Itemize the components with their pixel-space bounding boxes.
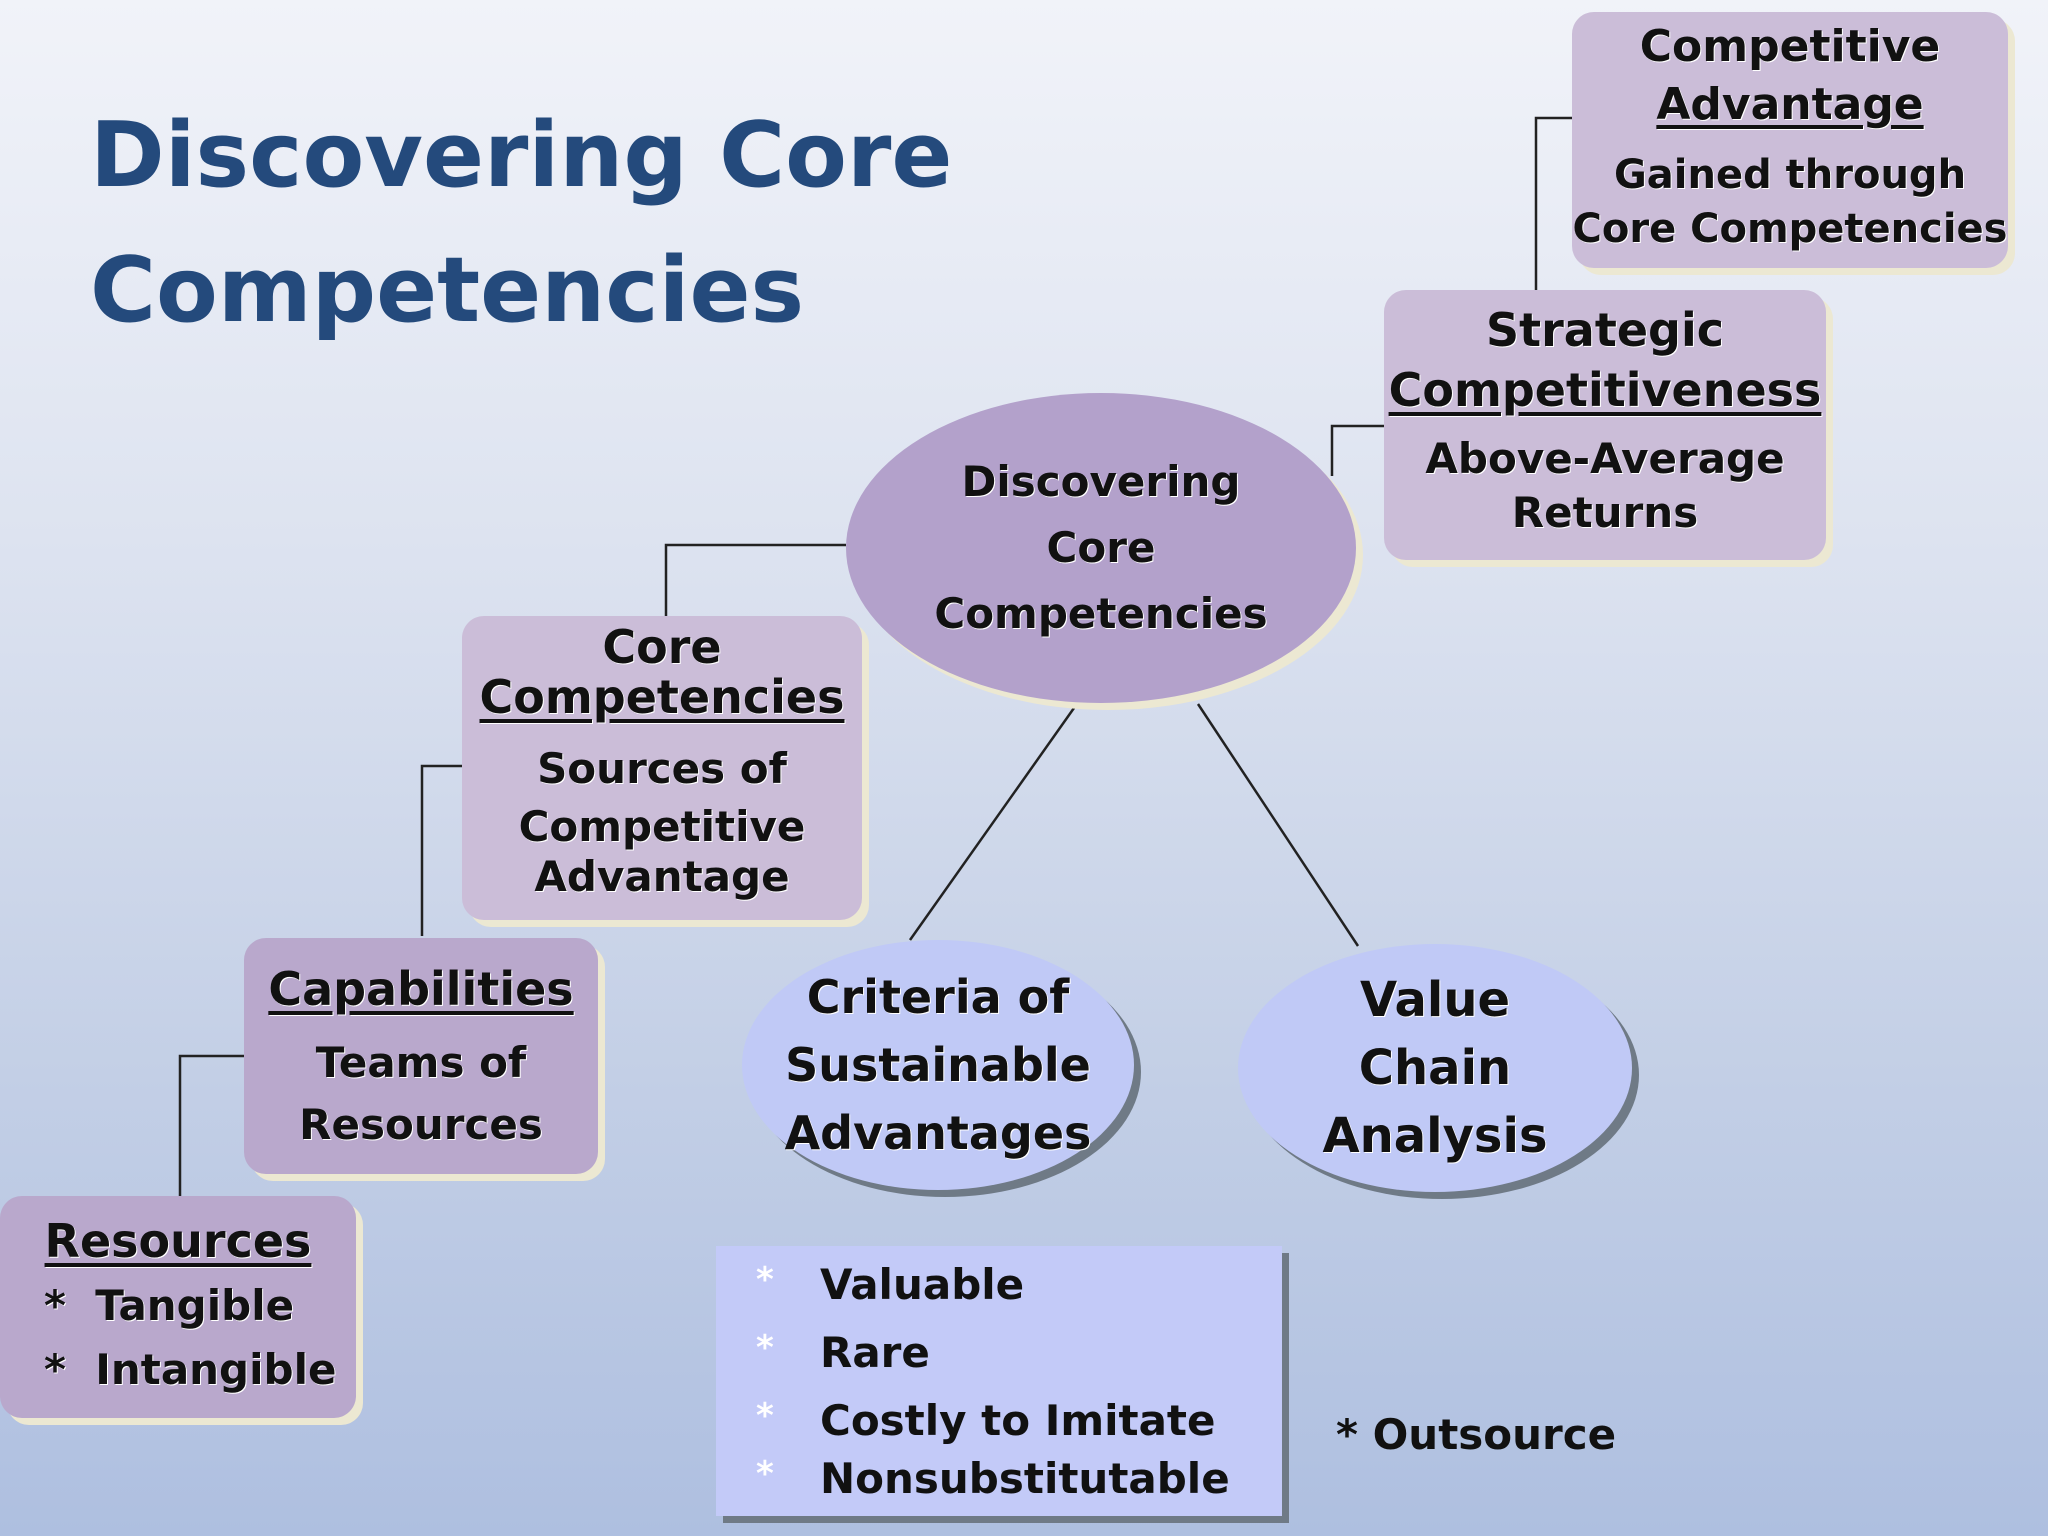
bullet-star-icon: * (756, 1396, 774, 1436)
competitive-advantage-header-2: Advantage (1656, 79, 1924, 130)
core-line-2: Competitive (518, 802, 806, 851)
center-line-3: Competencies (934, 589, 1268, 638)
page-title: Discovering Core Competencies (90, 88, 952, 358)
center-line-2: Core (1046, 523, 1156, 572)
value-chain-line-2: Chain (1358, 1040, 1512, 1096)
competitive-advantage-line-1: Gained through (1613, 152, 1967, 198)
core-competencies-box: Core Competencies Sources of Competitive… (462, 616, 862, 920)
criteria-list-box: * Valuable * Rare * Costly to Imitate * … (716, 1246, 1282, 1516)
core-line-1: Sources of (537, 744, 787, 793)
core-header-2: Competencies (479, 670, 845, 724)
connector-center-criteria (908, 707, 1076, 941)
center-line-1: Discovering (961, 457, 1241, 506)
bullet-star-icon: * (756, 1328, 774, 1368)
page-title-line-2: Competencies (90, 238, 805, 343)
connector-competitive-strategic (1534, 116, 1572, 290)
strategic-line-2: Returns (1511, 488, 1699, 537)
criteria-item-costly: Costly to Imitate (820, 1396, 1216, 1445)
connector-strategic-center (1330, 424, 1384, 476)
connector-capabilities-resources (178, 1054, 244, 1196)
center-ellipse: Discovering Core Competencies (846, 393, 1356, 703)
core-header-1: Core (602, 620, 722, 674)
resources-box: Resources * Tangible * Intangible (0, 1196, 356, 1418)
strategic-line-1: Above-Average (1425, 434, 1785, 483)
connector-core-capabilities (420, 764, 462, 936)
criteria-item-rare: Rare (820, 1328, 930, 1377)
outsource-note: * Outsource (1336, 1410, 1617, 1459)
criteria-item-nonsubstitutable: Nonsubstitutable (820, 1454, 1230, 1503)
resources-item-intangible: * Intangible (44, 1345, 337, 1394)
value-chain-ellipse: Value Chain Analysis (1238, 944, 1632, 1192)
resources-header: Resources (44, 1214, 312, 1268)
resources-item-tangible: * Tangible (44, 1281, 295, 1330)
bullet-star-icon: * (756, 1454, 774, 1494)
strategic-header-1: Strategic (1486, 303, 1724, 357)
criteria-ellipse-line-2: Sustainable (785, 1038, 1091, 1092)
capabilities-box: Capabilities Teams of Resources (244, 938, 598, 1174)
competitive-advantage-box: Competitive Advantage Gained through Cor… (1572, 12, 2008, 268)
connector-center-core (664, 543, 846, 616)
strategic-competitiveness-box: Strategic Competitiveness Above-Average … (1384, 290, 1826, 560)
capabilities-line-2: Resources (299, 1100, 543, 1149)
page-title-line-1: Discovering Core (90, 103, 953, 208)
criteria-item-valuable: Valuable (820, 1260, 1025, 1309)
core-line-3: Advantage (534, 852, 790, 901)
criteria-ellipse: Criteria of Sustainable Advantages (742, 940, 1134, 1190)
value-chain-line-1: Value (1359, 972, 1511, 1028)
connector-center-valuechain (1196, 703, 1360, 947)
value-chain-line-3: Analysis (1322, 1108, 1548, 1164)
strategic-header-2: Competitiveness (1388, 363, 1822, 417)
capabilities-line-1: Teams of (315, 1038, 527, 1087)
capabilities-header: Capabilities (268, 962, 574, 1016)
criteria-ellipse-line-3: Advantages (784, 1106, 1092, 1160)
criteria-ellipse-line-1: Criteria of (806, 970, 1070, 1024)
bullet-star-icon: * (756, 1260, 774, 1300)
competitive-advantage-header-1: Competitive (1639, 21, 1941, 72)
competitive-advantage-line-2: Core Competencies (1572, 206, 2008, 252)
